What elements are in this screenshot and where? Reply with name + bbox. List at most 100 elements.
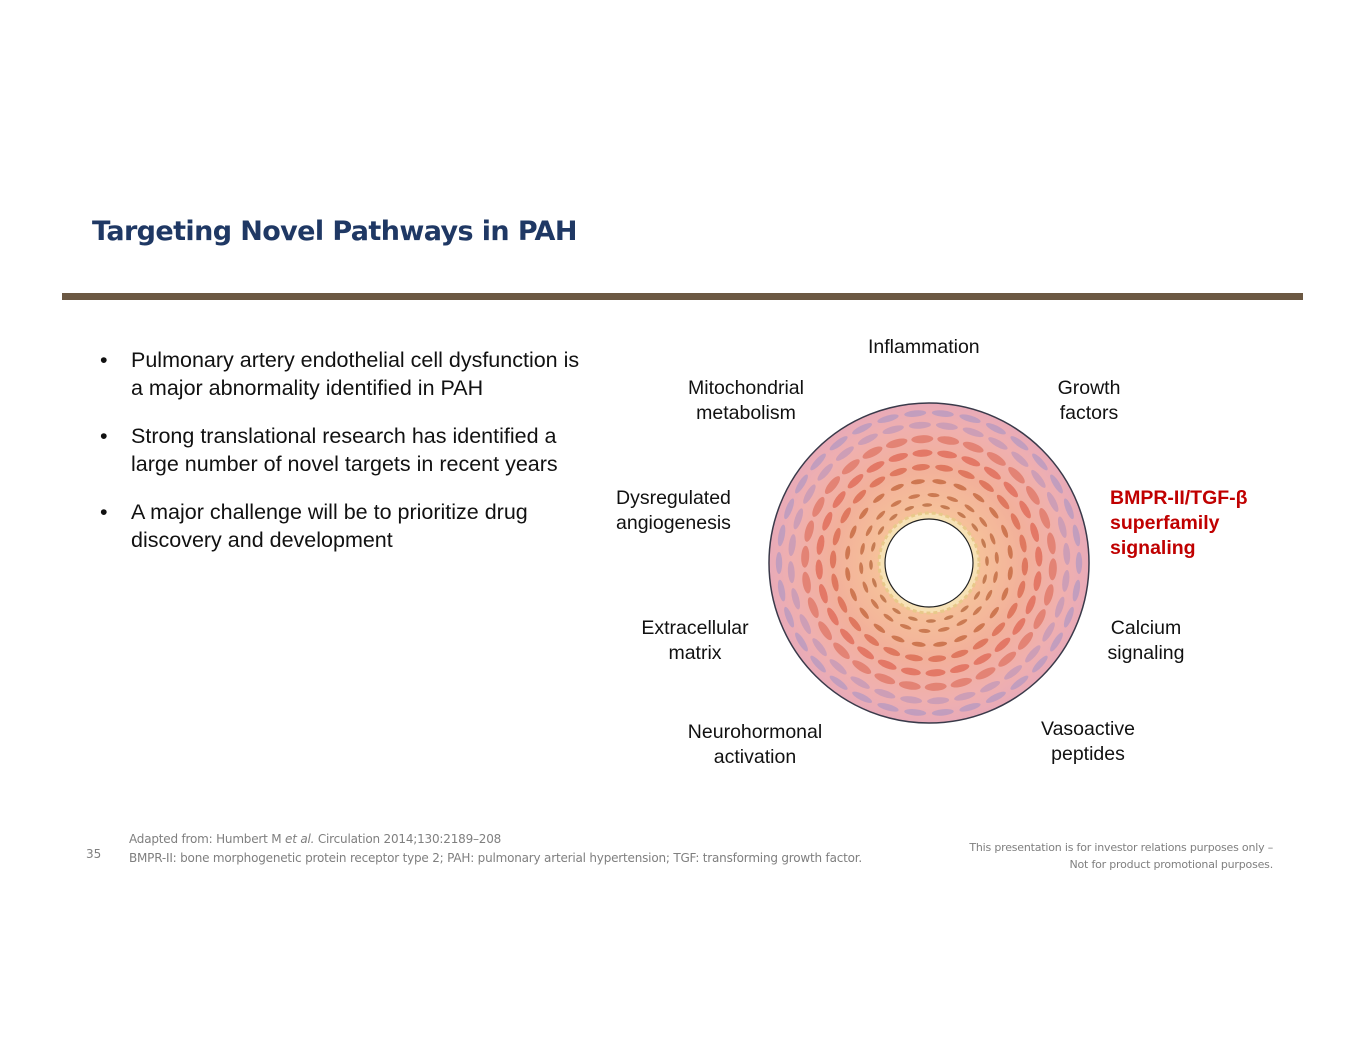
- cell: [973, 591, 981, 600]
- bullet-text: Strong translational research has identi…: [131, 424, 558, 476]
- cell: [848, 616, 862, 632]
- cell: [1050, 474, 1063, 494]
- cell: [983, 466, 1001, 480]
- cell: [1035, 546, 1043, 567]
- cell: [960, 605, 969, 613]
- cell: [1046, 491, 1059, 512]
- cell: [1003, 481, 1018, 498]
- cell: [827, 607, 839, 626]
- label-calcium-signaling: Calcium signaling: [1107, 617, 1185, 664]
- label-bmpr-tgf-signaling: BMPR-II/TGF-β superfamily signaling: [1110, 487, 1248, 559]
- cell: [927, 697, 950, 705]
- bullet-list: •Pulmonary artery endothelial cell dysfu…: [100, 346, 590, 574]
- cell: [918, 628, 931, 633]
- cell: [793, 508, 804, 530]
- cell: [978, 480, 994, 492]
- cell: [775, 552, 783, 574]
- cell: [911, 435, 934, 444]
- cell: [959, 702, 981, 712]
- cell: [1057, 516, 1067, 538]
- cell: [1033, 609, 1046, 630]
- cell: [985, 423, 1006, 435]
- cell: [784, 606, 795, 628]
- cell: [1019, 534, 1027, 553]
- cell: [998, 651, 1017, 667]
- cell: [850, 676, 870, 689]
- cell: [859, 562, 864, 575]
- cell: [1019, 500, 1031, 519]
- cell: [985, 589, 993, 601]
- label-inflammation: Inflammation: [868, 336, 980, 358]
- cell: [816, 535, 825, 555]
- cell: [795, 632, 808, 652]
- cell: [857, 433, 878, 446]
- cell: [959, 414, 981, 424]
- cell: [931, 410, 954, 417]
- cell: [961, 456, 981, 467]
- cell: [935, 422, 958, 430]
- cell-layers: [775, 410, 1083, 716]
- cell: [1063, 542, 1071, 565]
- cell: [927, 493, 940, 498]
- cell: [904, 709, 927, 716]
- bullet-marker: •: [100, 424, 108, 448]
- cell: [1025, 595, 1036, 615]
- cell: [812, 638, 827, 657]
- cell: [1042, 622, 1055, 642]
- cell: [911, 464, 930, 471]
- abbreviations: BMPR-II: bone morphogenetic protein rece…: [129, 851, 863, 865]
- cell: [845, 567, 851, 582]
- cell: [822, 511, 833, 531]
- cell: [849, 525, 857, 539]
- cell: [989, 533, 996, 545]
- cell: [925, 619, 936, 623]
- cell: [972, 606, 982, 616]
- cell: [883, 646, 901, 657]
- cell: [795, 474, 808, 494]
- cell: [1007, 544, 1013, 559]
- cell: [879, 594, 887, 603]
- cell: [940, 505, 950, 510]
- cell: [889, 513, 898, 521]
- cell: [1017, 580, 1026, 599]
- cell: [989, 606, 999, 619]
- cell: [975, 667, 996, 680]
- cell: [890, 483, 904, 491]
- cell: [862, 581, 869, 593]
- cell: [829, 675, 848, 690]
- cell: [989, 507, 999, 519]
- cell: [1032, 655, 1048, 673]
- cell: [971, 523, 979, 532]
- cell: [986, 452, 1006, 466]
- cell: [802, 571, 811, 594]
- cell: [951, 649, 969, 659]
- cell: [994, 551, 999, 564]
- cell: [1062, 569, 1070, 592]
- cell: [1031, 469, 1046, 488]
- cell: [985, 691, 1006, 703]
- cell: [852, 691, 873, 703]
- cell: [972, 638, 989, 650]
- cell: [1001, 524, 1009, 538]
- cell: [1063, 606, 1074, 628]
- cell: [931, 709, 954, 716]
- cell: [801, 545, 810, 568]
- cell: [857, 646, 875, 660]
- cell: [877, 659, 897, 670]
- cell: [1072, 579, 1081, 602]
- cell: [899, 624, 912, 630]
- bullet-item: •Pulmonary artery endothelial cell dysfu…: [100, 346, 590, 402]
- cell: [869, 476, 886, 488]
- label-neurohormonal-activation: Neurohormonal activation: [687, 721, 823, 768]
- cell: [904, 505, 915, 511]
- cell: [832, 491, 846, 509]
- cell: [996, 494, 1010, 510]
- cell: [946, 496, 959, 502]
- cell: [988, 437, 1008, 450]
- cell: [1044, 584, 1054, 606]
- cell: [890, 500, 902, 507]
- cell: [1072, 524, 1081, 547]
- bullet-text: A major challenge will be to prioritize …: [131, 500, 528, 552]
- cell: [877, 526, 885, 535]
- cell: [1017, 631, 1034, 650]
